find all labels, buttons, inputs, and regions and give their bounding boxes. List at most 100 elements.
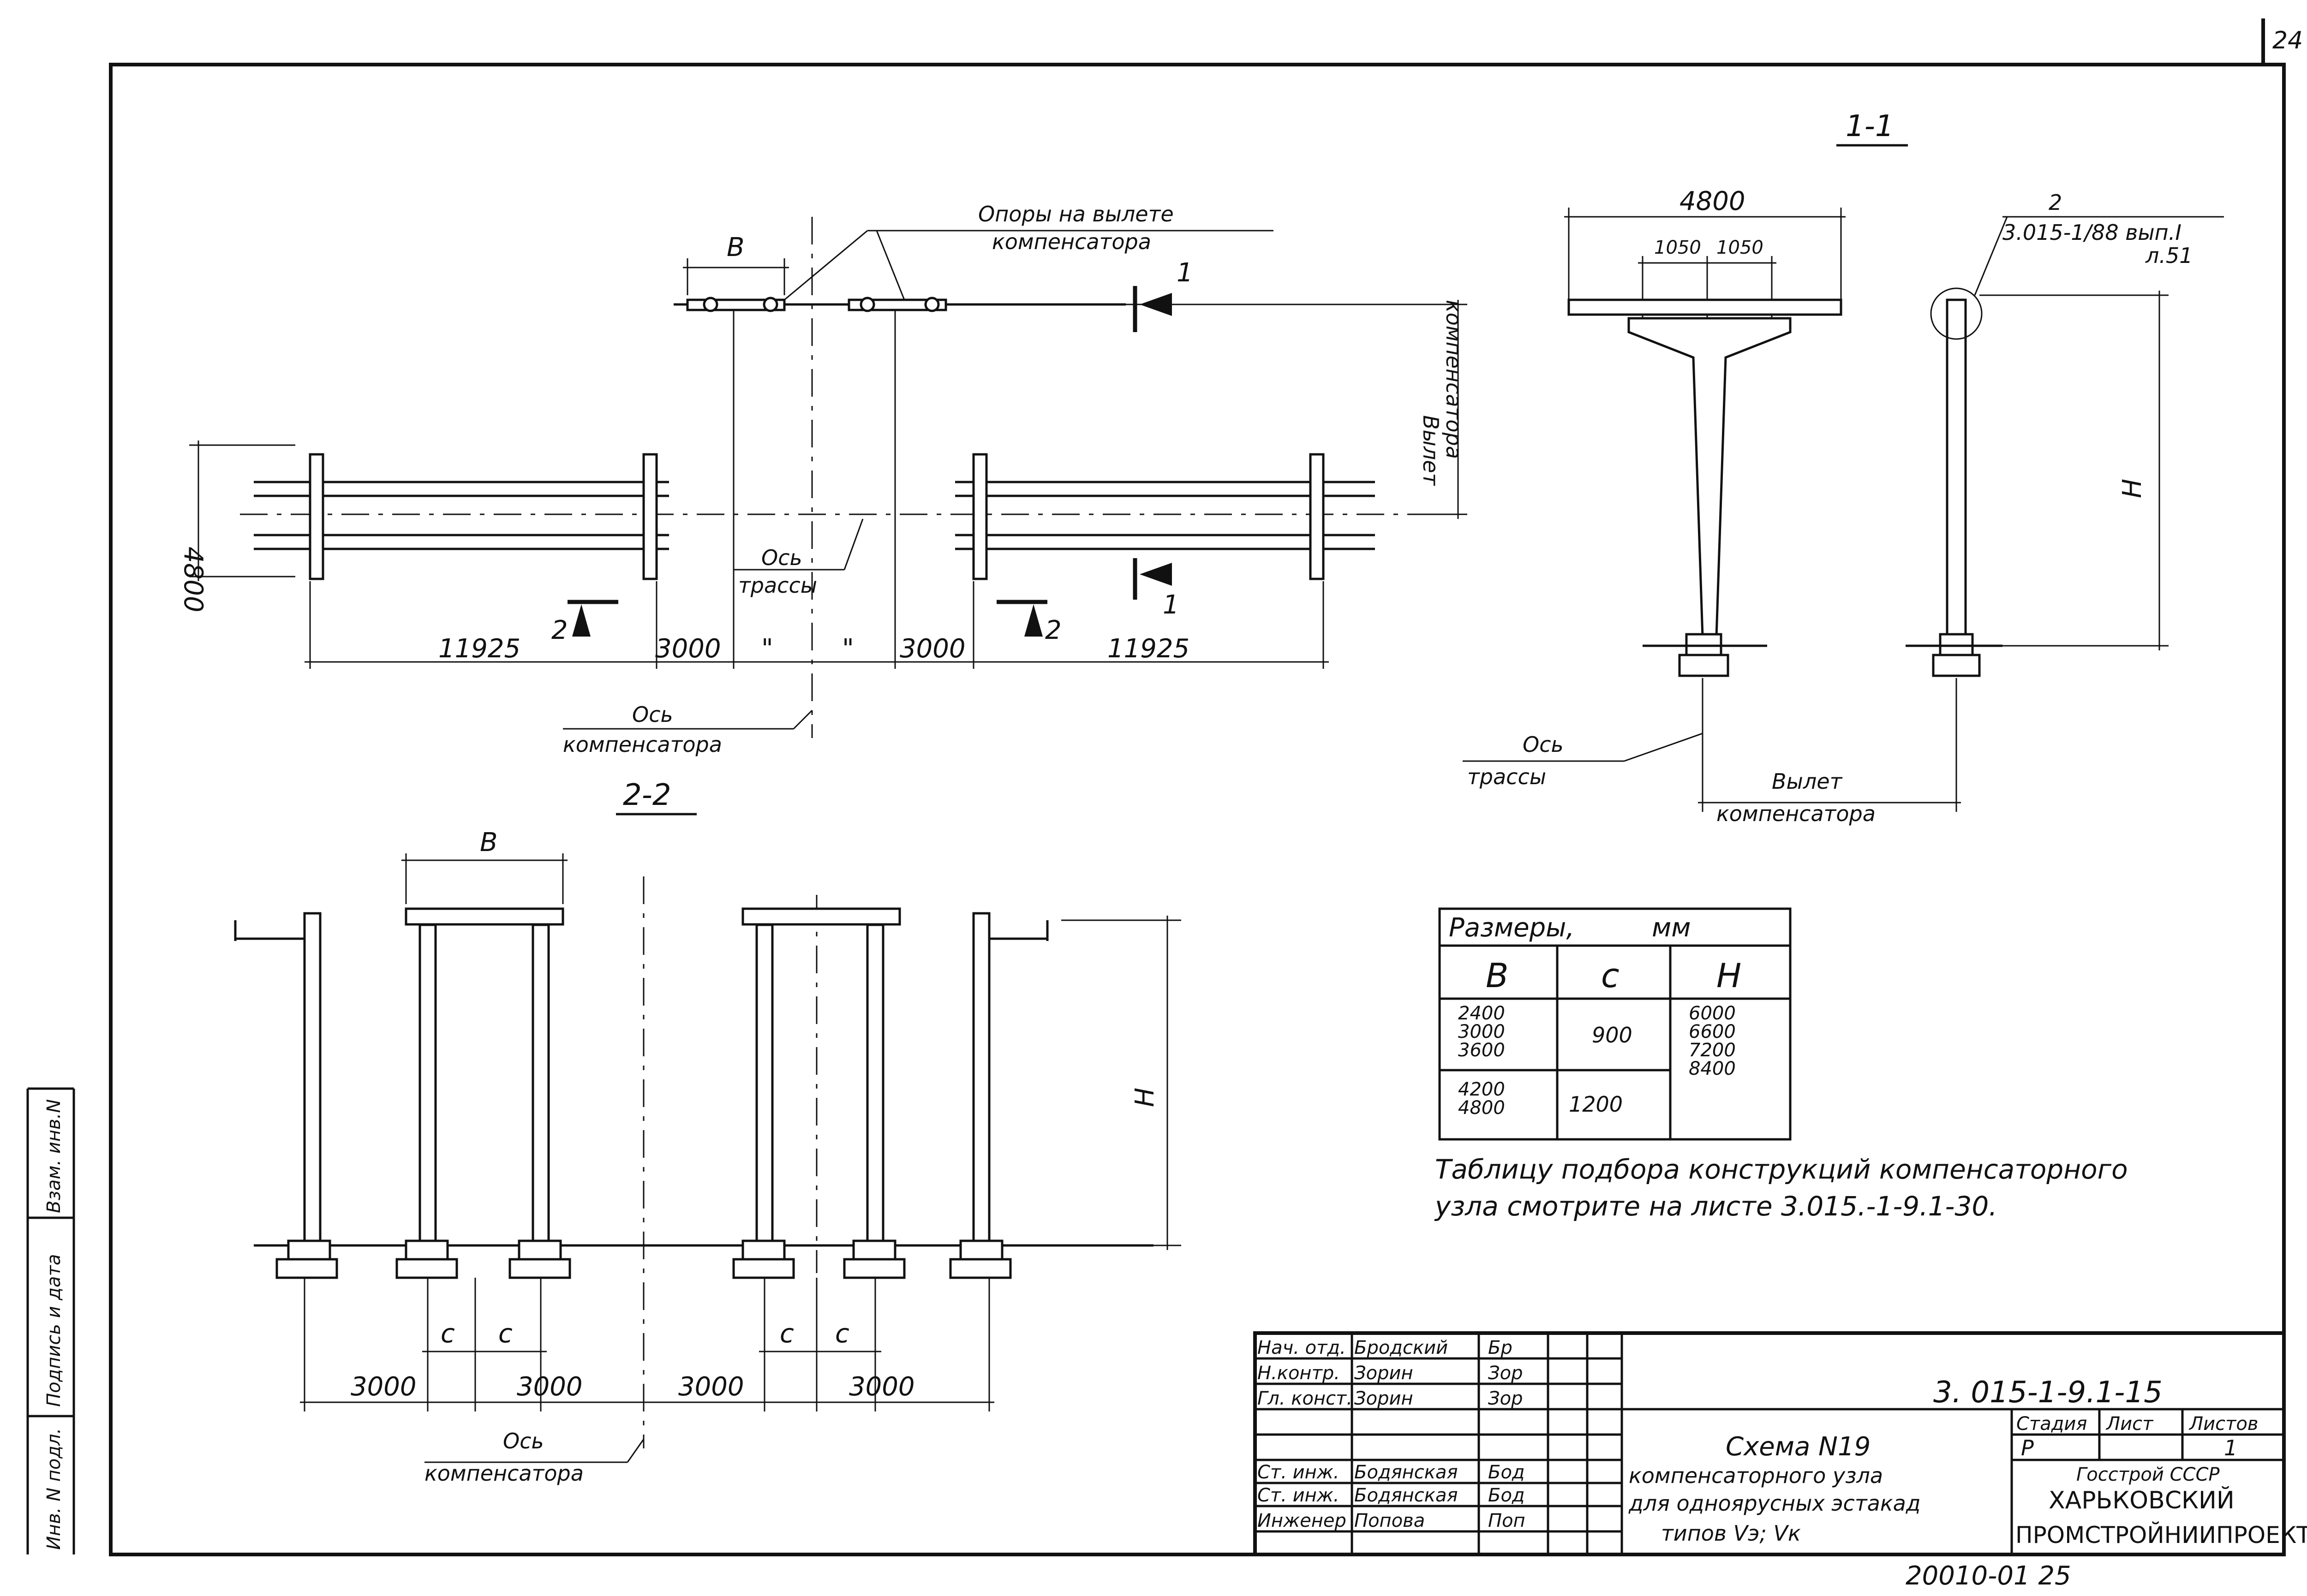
side-stamp-sign: Подпись и дата bbox=[43, 1254, 65, 1407]
plan-dim-4800: 4800 bbox=[178, 547, 208, 613]
stage-value: P bbox=[2021, 1435, 2034, 1460]
table-col-b: B bbox=[1486, 956, 1508, 995]
sign-4: Бод bbox=[1488, 1462, 1525, 1483]
plan-dim-b: B bbox=[727, 232, 744, 262]
section-2-2-d2: 3000 bbox=[517, 1372, 583, 1402]
sign-1: Бр bbox=[1488, 1337, 1512, 1358]
sheets-value: 1 bbox=[2224, 1435, 2237, 1460]
section-2-2-c2: c bbox=[498, 1319, 513, 1349]
section-2-2-d3: 3000 bbox=[678, 1372, 744, 1402]
section-2-2-d1: 3000 bbox=[351, 1372, 417, 1402]
org-line-3: ПРОМСТРОЙНИИПРОЕКТ bbox=[2015, 1521, 2307, 1548]
section-2-2-axis-1: Ось bbox=[503, 1429, 544, 1453]
page-number: 24 bbox=[2272, 27, 2303, 54]
section-2-2-dim-h: H bbox=[1130, 1088, 1160, 1107]
section-1-1-ref-1: 3.015-1/88 вып.I bbox=[2002, 220, 2181, 245]
table-col-h: H bbox=[1716, 956, 1741, 995]
sheets-label: Листов bbox=[2188, 1413, 2258, 1435]
role-6: Инженер bbox=[1257, 1510, 1346, 1531]
table-unit: мм bbox=[1652, 913, 1691, 943]
name-5: Бодянская bbox=[1354, 1485, 1458, 1506]
name-1: Бродский bbox=[1354, 1337, 1448, 1358]
section-2-2-axis-2: компенсатора bbox=[424, 1461, 584, 1486]
plan-view: B Опоры на вылете компенсатора 1 1 2 2 4… bbox=[178, 202, 1467, 757]
title-block: Нач. отд. Бродский Бр Н.контр. Зорин Зор… bbox=[1253, 1331, 2307, 1556]
plan-dim-11925-left: 11925 bbox=[438, 634, 520, 664]
plan-cut-1-bottom: 1 bbox=[1163, 590, 1179, 620]
sheet-frame: 24 20010-01 25 bbox=[109, 18, 2303, 1591]
role-1: Нач. отд. bbox=[1257, 1337, 1346, 1358]
table-c-900: 900 bbox=[1592, 1023, 1632, 1048]
sheet-label: Лист bbox=[2105, 1413, 2154, 1435]
plan-dim-3000-right: 3000 bbox=[900, 634, 966, 664]
section-1-1-dim-4800: 4800 bbox=[1679, 186, 1745, 216]
section-2-2: 2-2 bbox=[234, 778, 1181, 1486]
plan-cut-2-left: 2 bbox=[551, 615, 568, 645]
plan-offset-1: Вылет bbox=[1418, 415, 1443, 486]
side-stamp-replace: Взам. инв.N bbox=[43, 1099, 65, 1213]
table-h-6000: 6000 bbox=[1689, 1003, 1736, 1024]
org-line-1: Госстрой СССР bbox=[2076, 1464, 2220, 1485]
section-1-1: 1-1 4800 1050 1050 H 2 3.0 bbox=[1463, 109, 2224, 826]
table-h-6600: 6600 bbox=[1689, 1021, 1736, 1042]
section-2-2-c1: c bbox=[441, 1319, 455, 1349]
plan-offset-2: компенсатора bbox=[1441, 300, 1466, 459]
plan-cut-2-right: 2 bbox=[1045, 615, 1062, 645]
table-c-1200: 1200 bbox=[1569, 1092, 1623, 1117]
section-1-1-ref-2: л.51 bbox=[2145, 243, 2193, 268]
drawing-title-3: для одноярусных эстакад bbox=[1628, 1491, 1921, 1516]
plan-dim-11925-right: 11925 bbox=[1107, 634, 1189, 664]
note-line-2: узла смотрите на листе 3.015.-1-9.1-30. bbox=[1434, 1191, 1997, 1222]
sign-2: Зор bbox=[1488, 1363, 1523, 1384]
size-table: Размеры, мм B c H 2400 3000 3600 4200 48… bbox=[1438, 907, 1792, 1141]
doc-code: 3. 015-1-9.1-15 bbox=[1933, 1376, 2163, 1410]
section-1-1-axis-1: Ось bbox=[1523, 732, 1564, 757]
sign-3: Зор bbox=[1488, 1388, 1523, 1409]
role-2: Н.контр. bbox=[1257, 1363, 1340, 1384]
side-stamp-inv: Инв. N подл. bbox=[43, 1428, 65, 1550]
sign-5: Бод bbox=[1488, 1485, 1525, 1506]
plan-axis-comp-2: компенсатора bbox=[563, 732, 722, 757]
table-header: Размеры, bbox=[1449, 913, 1574, 943]
section-1-1-title: 1-1 bbox=[1846, 109, 1894, 143]
section-2-2-dim-b: B bbox=[480, 828, 497, 858]
side-stamp: Инв. N подл. Подпись и дата Взам. инв.N bbox=[26, 1087, 75, 1554]
plan-axis-route-2: трассы bbox=[738, 573, 817, 598]
role-3: Гл. конст. bbox=[1257, 1388, 1352, 1409]
plan-axis-comp-1: Ось bbox=[632, 702, 673, 727]
plan-dim-mark-b: " bbox=[842, 634, 854, 664]
section-2-2-c4: c bbox=[835, 1319, 849, 1349]
plan-dim-3000-left: 3000 bbox=[655, 634, 721, 664]
table-h-8400: 8400 bbox=[1689, 1058, 1736, 1079]
table-b-4200: 4200 bbox=[1458, 1079, 1505, 1100]
note-line-1: Таблицу подбора конструкций компенсаторн… bbox=[1435, 1154, 2128, 1185]
section-2-2-c3: c bbox=[780, 1319, 794, 1349]
name-2: Зорин bbox=[1354, 1363, 1413, 1384]
table-b-2400: 2400 bbox=[1458, 1003, 1505, 1024]
table-h-7200: 7200 bbox=[1689, 1040, 1736, 1061]
name-6: Попова bbox=[1354, 1510, 1425, 1531]
role-4: Ст. инж. bbox=[1257, 1462, 1339, 1483]
section-1-1-dim-1050b: 1050 bbox=[1716, 237, 1763, 258]
role-5: Ст. инж. bbox=[1257, 1485, 1339, 1506]
section-1-1-dim-h: H bbox=[2117, 479, 2147, 498]
table-b-4800: 4800 bbox=[1458, 1097, 1505, 1119]
drawing-title-2: компенсаторного узла bbox=[1629, 1463, 1883, 1488]
plan-cut-1-top: 1 bbox=[1177, 258, 1193, 288]
drawing-title-4: типов Vэ; Vк bbox=[1661, 1521, 1801, 1546]
section-1-1-ref-num: 2 bbox=[2049, 190, 2062, 215]
drawing-title-1: Схема N19 bbox=[1726, 1432, 1871, 1462]
name-3: Зорин bbox=[1354, 1388, 1413, 1409]
section-1-1-dim-1050a: 1050 bbox=[1654, 237, 1701, 258]
stage-label: Стадия bbox=[2016, 1413, 2087, 1435]
sign-6: Поп bbox=[1488, 1510, 1525, 1531]
section-1-1-offset-1: Вылет bbox=[1772, 769, 1843, 794]
section-1-1-offset-2: компенсатора bbox=[1716, 801, 1876, 826]
table-b-3000: 3000 bbox=[1458, 1021, 1505, 1042]
table-col-c: c bbox=[1601, 956, 1620, 995]
section-2-2-d4: 3000 bbox=[849, 1372, 915, 1402]
section-1-1-axis-2: трассы bbox=[1467, 764, 1546, 789]
plan-dim-mark-a: " bbox=[761, 634, 773, 664]
selection-note: Таблицу подбора конструкций компенсаторн… bbox=[1434, 1154, 2128, 1222]
